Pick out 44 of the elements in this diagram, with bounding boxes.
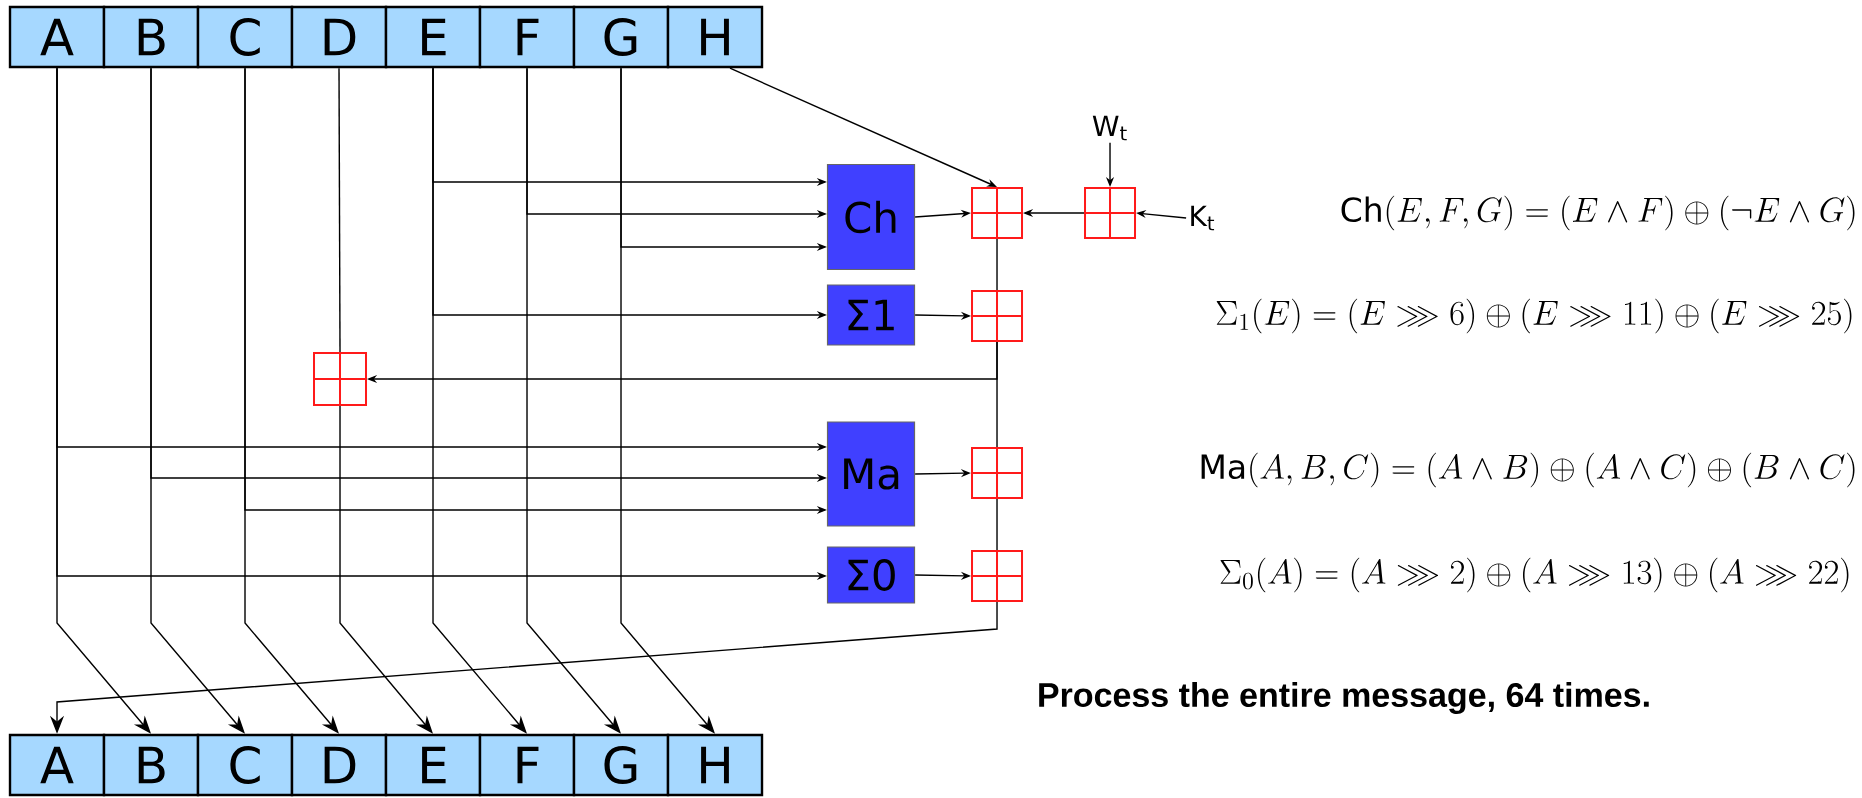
register-cell: E: [384, 733, 482, 797]
formula: $\mathrm{Ch}(E,F,G)=(E\wedge F)\oplus(\neg E\wedge G)$: [1341, 195, 1855, 231]
adder-symbol: [970, 549, 1024, 603]
arrow: [526, 67, 621, 734]
adder-symbol: [312, 351, 368, 407]
connector-line: [996, 341, 998, 448]
arrow: [56, 67, 151, 734]
note-text: Process the entire message, 64 times.: [1039, 682, 1649, 714]
arrow: [620, 67, 715, 734]
input-label: W$_{t}$: [1092, 115, 1127, 141]
register-cell: F: [478, 733, 576, 797]
register-cell: E: [384, 5, 482, 69]
register-cell: F: [478, 5, 576, 69]
arrow: [432, 67, 527, 734]
connector-line: [996, 238, 998, 291]
formula: $\Sigma_1(E)=(E\ggg 6)\oplus(E\ggg 11)\oplus(E\ggg 25)$: [1216, 298, 1852, 334]
arrow: [150, 67, 245, 734]
register-cell: H: [666, 733, 764, 797]
adder-symbol: [970, 446, 1024, 500]
register-cell: B: [102, 733, 200, 797]
connector-line: [996, 498, 998, 551]
register-cell: H: [666, 5, 764, 69]
arrow: [339, 405, 433, 734]
arrow: [244, 67, 339, 734]
register-cell: D: [290, 733, 388, 797]
register-cell: G: [572, 5, 670, 69]
formula: $\Sigma_0(A)=(A\ggg 2)\oplus(A\ggg 13)\oplus(A\ggg 22)$: [1220, 557, 1849, 593]
register-cell: B: [102, 5, 200, 69]
input-label: K$_{t}$: [1191, 205, 1215, 231]
adder-symbol: [970, 289, 1024, 343]
function-box: Ma: [826, 421, 916, 527]
register-cell: A: [8, 733, 106, 797]
connector-line: [338, 67, 341, 353]
adder-symbol: [970, 186, 1024, 240]
register-cell: C: [196, 5, 294, 69]
function-box: Ch: [826, 163, 916, 271]
register-cell: G: [572, 733, 670, 797]
function-box: Σ0: [826, 546, 916, 604]
adder-symbol: [1083, 186, 1137, 240]
register-cell: A: [8, 5, 106, 69]
register-cell: D: [290, 5, 388, 69]
function-box: Σ1: [826, 284, 916, 346]
register-cell: C: [196, 733, 294, 797]
formula: $\mathrm{Ma}(A,B,C)=(A\wedge B)\oplus(A\wedge C)\oplus(B\wedge C)$: [1201, 452, 1855, 488]
